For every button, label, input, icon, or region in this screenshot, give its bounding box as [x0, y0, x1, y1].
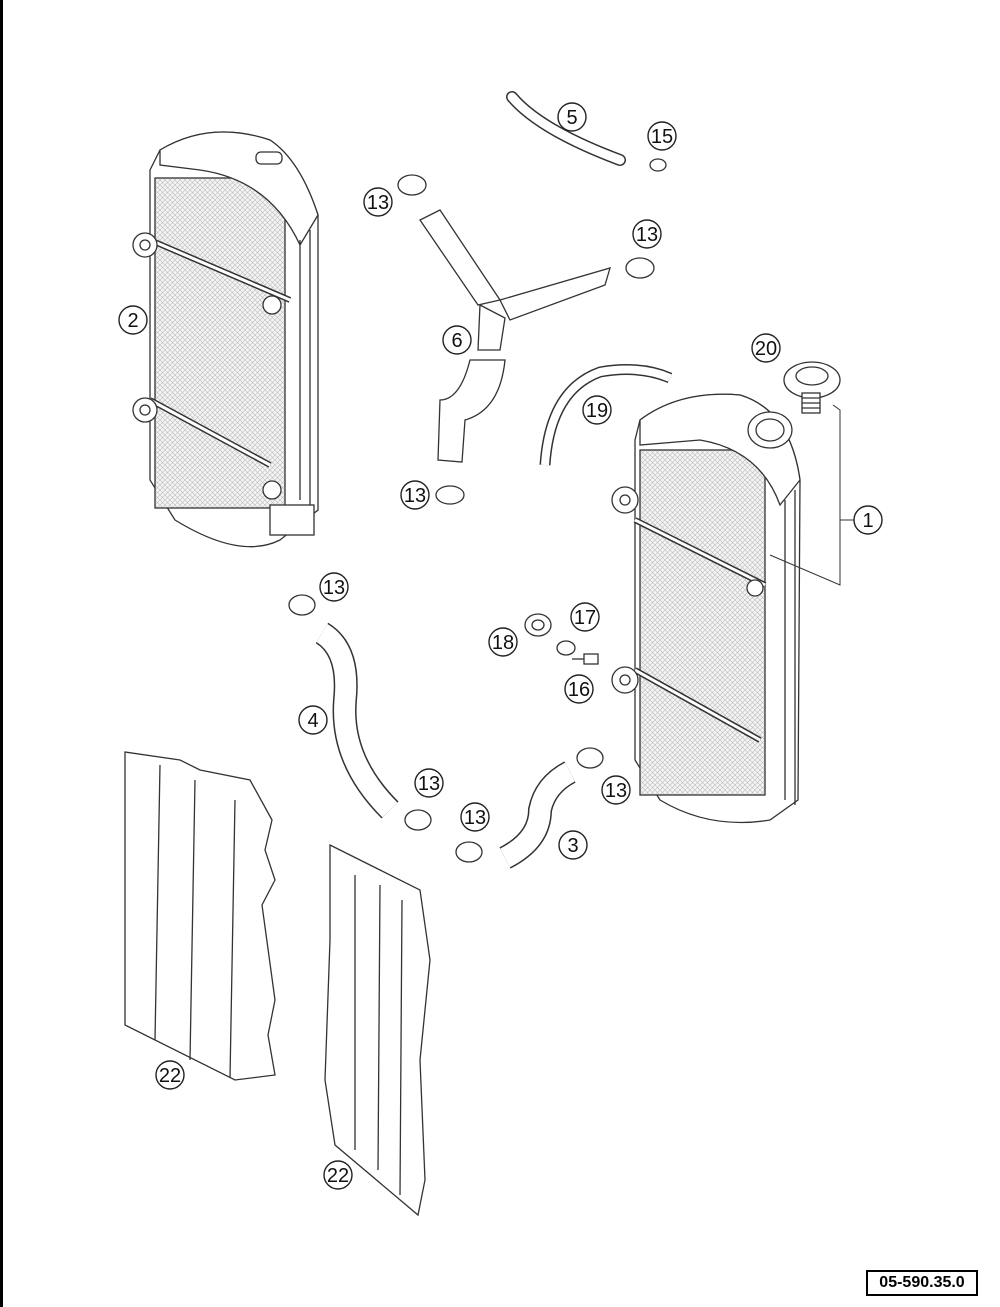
callout-22: 22 [323, 1160, 353, 1190]
callout-13: 13 [601, 775, 631, 805]
callout-2: 2 [118, 305, 148, 335]
callout-13: 13 [400, 480, 430, 510]
callout-18: 18 [488, 627, 518, 657]
callout-13-label: 13 [636, 224, 658, 246]
callout-20-label: 20 [755, 338, 777, 360]
callout-13: 13 [414, 768, 444, 798]
right-radiator [611, 393, 801, 824]
callout-2-label: 2 [127, 310, 138, 332]
callout-22: 22 [155, 1060, 185, 1090]
callout-19-label: 19 [586, 400, 608, 422]
callout-13-label: 13 [464, 807, 486, 829]
callout-13-label: 13 [323, 577, 345, 599]
callout-1: 1 [853, 505, 883, 535]
callout-16-label: 16 [568, 679, 590, 701]
radiator-cap [783, 361, 841, 414]
screw-washer-grommet [524, 613, 599, 665]
document-number: 05-590.35.0 [866, 1270, 978, 1296]
callout-13: 13 [363, 187, 393, 217]
callout-16: 16 [564, 674, 594, 704]
radiator-guard-left [124, 751, 276, 1081]
callout-22-label: 22 [159, 1065, 181, 1087]
callout-4: 4 [298, 705, 328, 735]
callout-1-label: 1 [862, 510, 873, 532]
callout-13-label: 13 [404, 485, 426, 507]
callout-17: 17 [570, 602, 600, 632]
callout-13: 13 [460, 802, 490, 832]
callout-19: 19 [582, 395, 612, 425]
left-radiator [132, 131, 319, 548]
callout-13-label: 13 [605, 780, 627, 802]
callout-17-label: 17 [574, 607, 596, 629]
callout-13-label: 13 [418, 773, 440, 795]
callout-13: 13 [632, 219, 662, 249]
callout-15-label: 15 [651, 126, 673, 148]
callout-5-label: 5 [566, 107, 577, 129]
callout-13: 13 [319, 572, 349, 602]
callout-3: 3 [558, 830, 588, 860]
page-border-left [0, 0, 3, 1307]
callout-6-label: 6 [451, 330, 462, 352]
callout-4-label: 4 [307, 710, 318, 732]
radiator-guard-right [324, 843, 431, 1217]
y-hose-6 [419, 209, 611, 463]
callout-6: 6 [442, 325, 472, 355]
callout-15: 15 [647, 121, 677, 151]
callout-22-label: 22 [327, 1165, 349, 1187]
hose-clamps [288, 158, 667, 863]
callout-13-label: 13 [367, 192, 389, 214]
leader-line-1 [769, 404, 855, 586]
callout-18-label: 18 [492, 632, 514, 654]
callout-3-label: 3 [567, 835, 578, 857]
callout-5: 5 [557, 102, 587, 132]
callout-20: 20 [751, 333, 781, 363]
